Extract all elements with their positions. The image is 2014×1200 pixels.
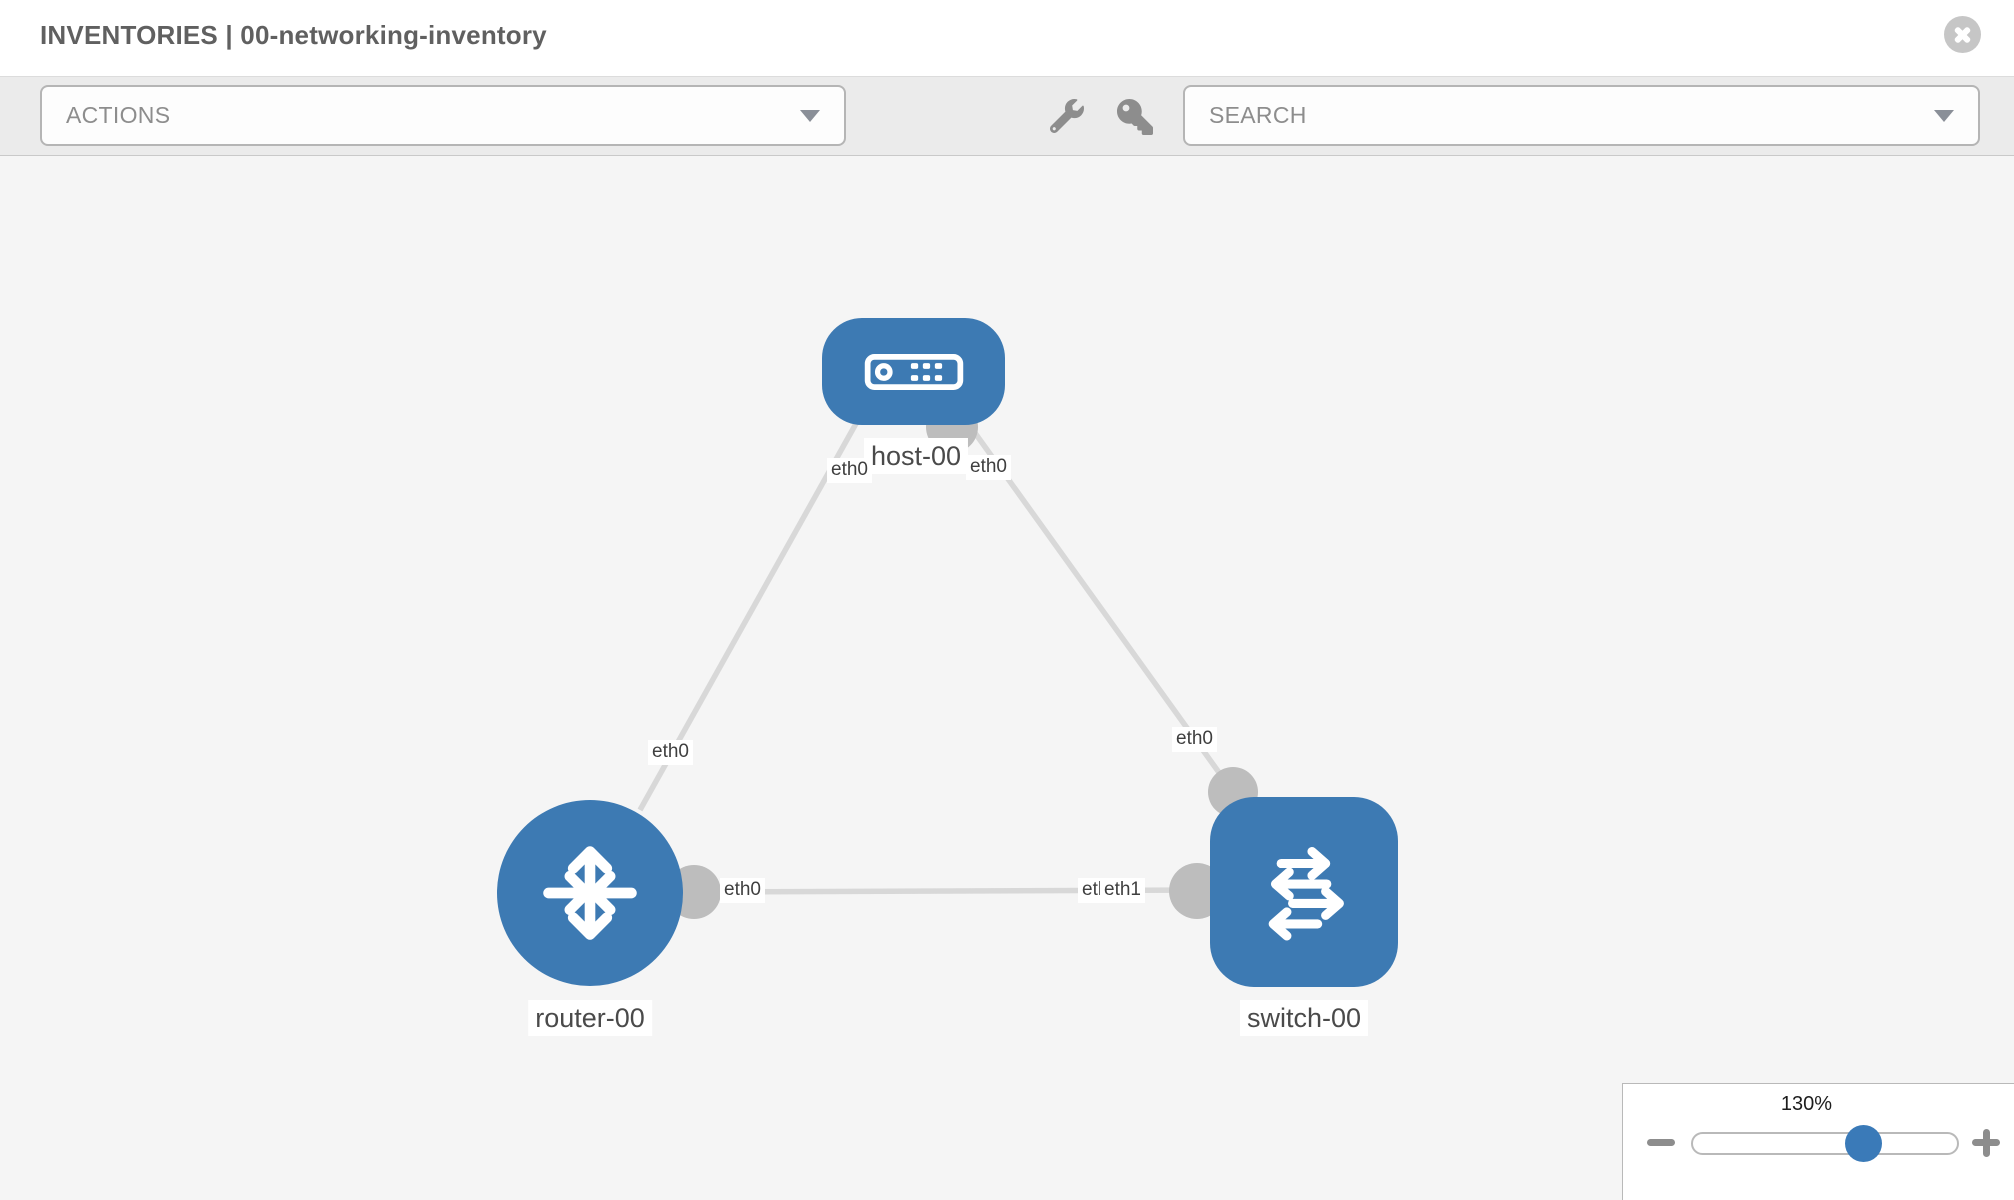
node-label-host: host-00	[863, 438, 969, 475]
zoom-slider-thumb[interactable]	[1845, 1125, 1882, 1162]
actions-dropdown-label: ACTIONS	[66, 102, 171, 128]
chevron-down-icon	[1934, 109, 1954, 122]
wrench-icon[interactable]	[1049, 99, 1084, 138]
search-dropdown[interactable]: SEARCH	[1183, 85, 1980, 146]
topology-canvas[interactable]	[0, 156, 2014, 1200]
interface-label: eth0	[1172, 727, 1217, 752]
header-bar: INVENTORIES | 00-networking-inventory	[0, 0, 2014, 76]
interface-label: eth0	[966, 455, 1011, 480]
server-icon	[864, 353, 963, 390]
node-label-router: router-00	[528, 1000, 652, 1037]
page-title: INVENTORIES | 00-networking-inventory	[40, 20, 547, 50]
key-icon[interactable]	[1117, 99, 1153, 140]
node-host-00[interactable]	[822, 318, 1005, 425]
interface-label: eth0	[827, 458, 872, 483]
zoom-level-value: 130%	[1780, 1093, 1833, 1115]
switch-arrows-icon	[1268, 846, 1344, 941]
chevron-down-icon	[800, 109, 820, 122]
node-label-switch: switch-00	[1239, 1000, 1369, 1037]
node-switch-00[interactable]	[1210, 797, 1398, 987]
close-icon[interactable]	[1944, 16, 1981, 53]
router-arrows-icon	[543, 846, 637, 940]
search-placeholder: SEARCH	[1209, 102, 1307, 128]
plus-icon[interactable]	[1972, 1128, 2000, 1157]
interface-label: eth0	[648, 740, 693, 765]
zoom-control-panel: 130%	[1622, 1083, 2014, 1200]
actions-dropdown[interactable]: ACTIONS	[40, 85, 846, 146]
interface-label: eth0	[720, 878, 765, 903]
zoom-slider-track[interactable]	[1691, 1132, 1959, 1155]
node-router-00[interactable]	[497, 800, 683, 986]
interface-label: eth1	[1100, 878, 1145, 903]
minus-icon[interactable]	[1647, 1139, 1675, 1146]
